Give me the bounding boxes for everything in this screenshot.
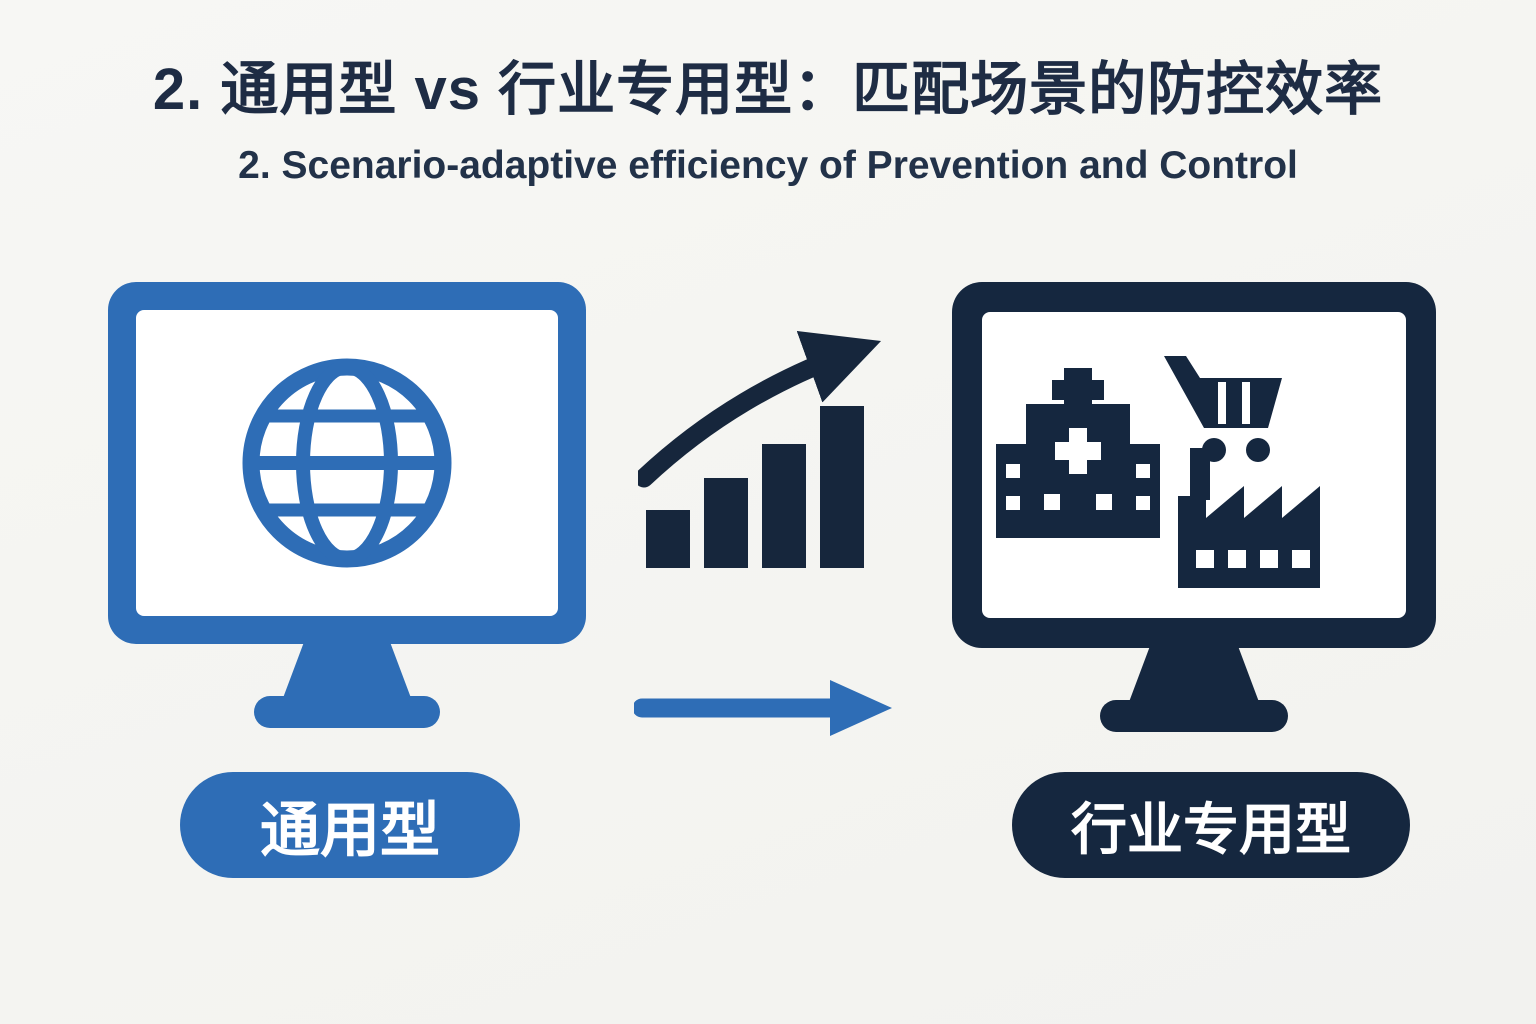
industry-monitor-panel: [952, 282, 1436, 734]
industry-type-badge: 行业专用型: [1012, 772, 1410, 878]
generic-type-badge: 通用型: [180, 772, 520, 878]
growth-chart: [638, 328, 906, 578]
page-title: 2. 通用型 vs 行业专用型：匹配场景的防控效率: [152, 57, 1384, 122]
growth-chart-icon: [638, 330, 882, 568]
globe-icon: [242, 358, 452, 568]
factory-icon: [1178, 448, 1320, 588]
generic-monitor-panel: [108, 282, 586, 730]
industry-type-label: 行业专用型: [1071, 797, 1351, 861]
monitor-icon: [952, 282, 1436, 732]
header: 2. 通用型 vs 行业专用型：匹配场景的防控效率 2. Scenario-ad…: [0, 42, 1536, 188]
generic-type-label: 通用型: [260, 796, 440, 864]
hospital-icon: [996, 368, 1160, 538]
arrow-right-icon: [634, 680, 892, 736]
page-subtitle: 2. Scenario-adaptive efficiency of Preve…: [238, 144, 1298, 187]
monitor-icon: [108, 282, 586, 728]
transition-arrow: [634, 672, 896, 744]
